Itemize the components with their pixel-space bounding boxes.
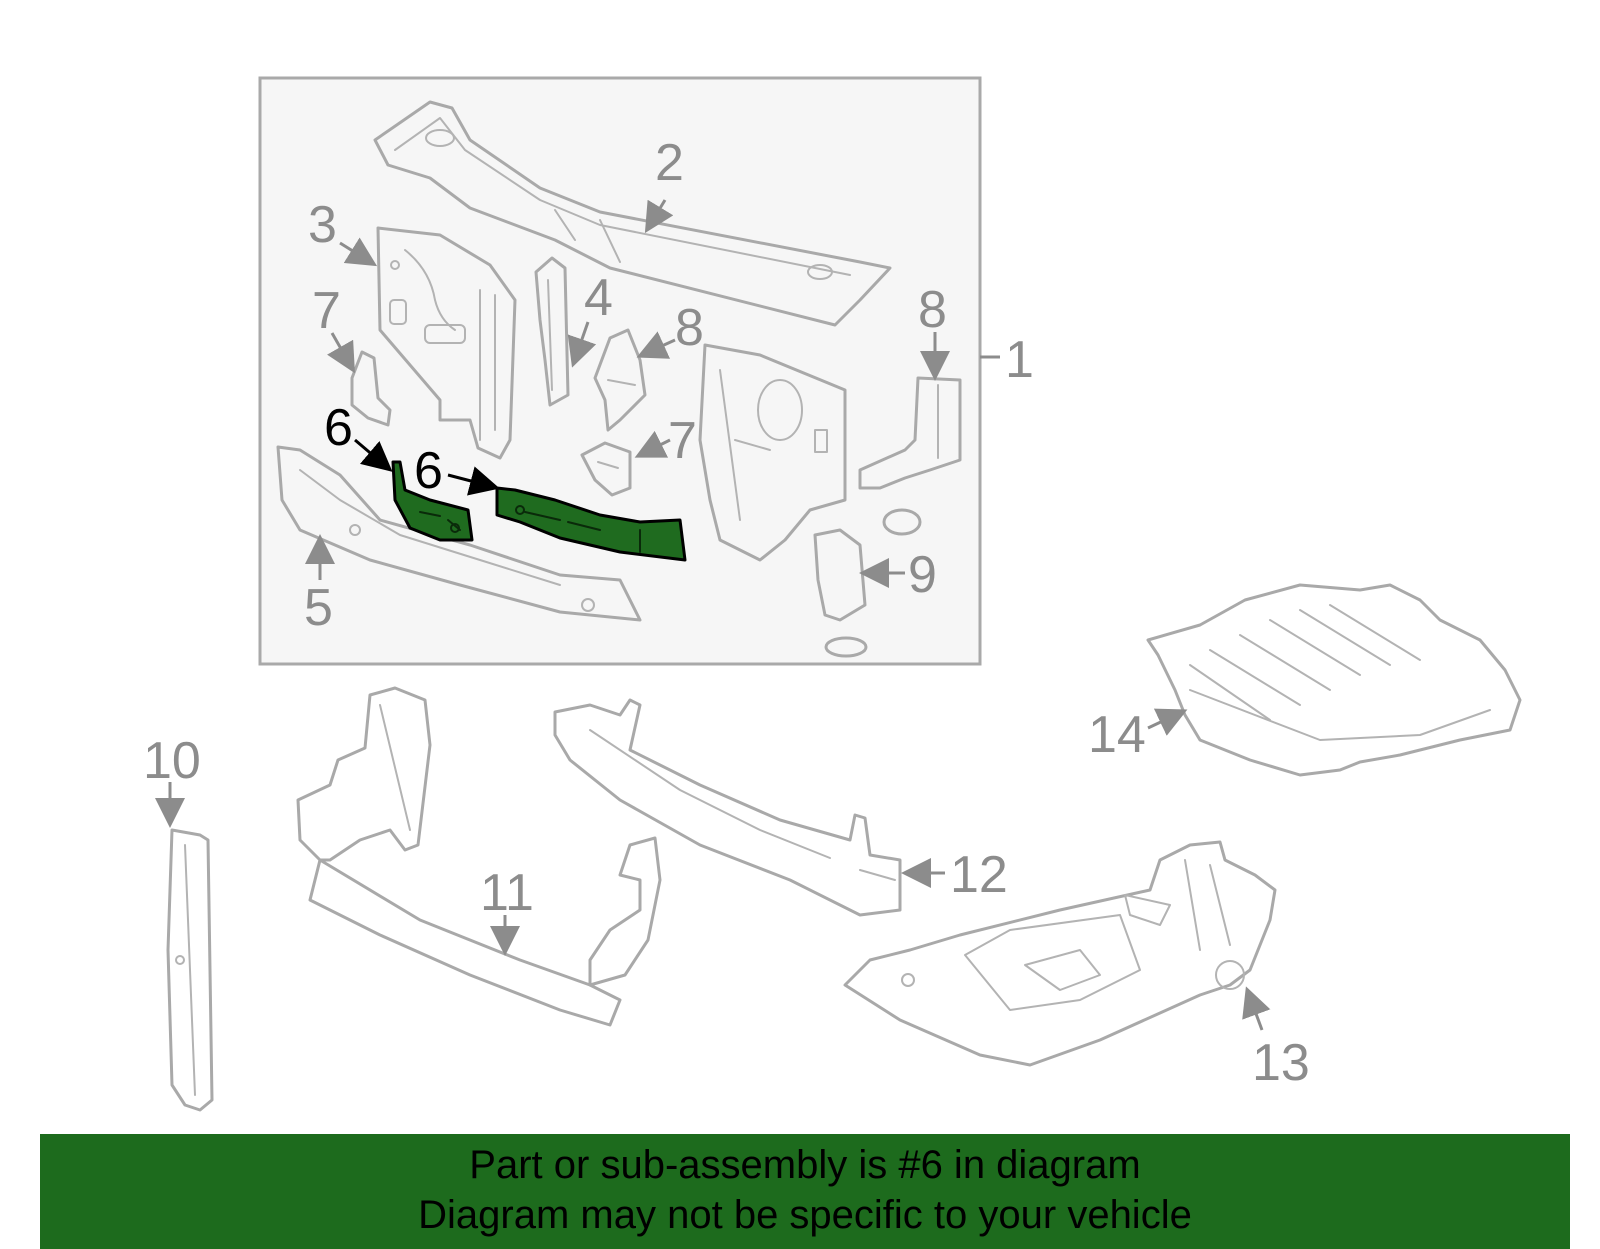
footer-line-1: Part or sub-assembly is #6 in diagram	[469, 1143, 1141, 1187]
part-2-upper-tie-bar	[373, 100, 892, 327]
callout-7b: 7	[668, 412, 697, 470]
part-7-bracket-upper	[350, 350, 392, 427]
part-6-highlighted-left	[391, 460, 474, 542]
leader-8a	[636, 331, 676, 359]
part-12-lower-support	[553, 698, 902, 917]
footer-banner: Part or sub-assembly is #6 in diagram Di…	[40, 1134, 1570, 1249]
callout-8b: 8	[918, 281, 947, 339]
leader-2	[644, 199, 674, 234]
part-13-crossmember	[843, 840, 1277, 1067]
callout-2: 2	[655, 134, 684, 192]
leader-3	[339, 237, 378, 267]
footer-line-2: Diagram may not be specific to your vehi…	[418, 1193, 1192, 1237]
assembly-box	[258, 76, 982, 666]
callout-14: 14	[1088, 706, 1146, 764]
part-10-side-deflector	[166, 828, 214, 1112]
leader-4	[567, 321, 597, 368]
callout-10: 10	[143, 732, 201, 790]
leader-7a	[327, 332, 355, 374]
part-11-air-deflector	[296, 686, 662, 1027]
leader-7b	[634, 430, 671, 458]
callout-1: 1	[1005, 331, 1034, 389]
callout-4: 4	[584, 269, 613, 327]
part-14-splash-shield	[1146, 583, 1522, 777]
leader-13	[1242, 986, 1271, 1031]
callout-3: 3	[308, 196, 337, 254]
callout-6b: 6	[414, 442, 443, 500]
callout-11: 11	[480, 864, 534, 922]
part-6-highlighted-right	[495, 486, 687, 562]
callout-8a: 8	[675, 299, 704, 357]
part-4-vertical-bracket	[534, 256, 570, 407]
callout-5: 5	[304, 579, 333, 637]
callout-7a: 7	[312, 282, 341, 340]
leader-6a	[354, 438, 393, 472]
callout-9: 9	[908, 546, 937, 604]
part-9-bracket	[813, 528, 868, 658]
part-3-left-support	[376, 226, 517, 460]
part-right-support	[698, 343, 847, 562]
leader-14	[1147, 708, 1188, 736]
callout-12: 12	[950, 846, 1008, 904]
part-8-bracket-right	[858, 376, 962, 490]
callout-13: 13	[1252, 1034, 1310, 1092]
leader-6b	[447, 466, 500, 496]
part-8-bracket-center	[593, 328, 647, 432]
fastener	[882, 508, 922, 536]
callout-6a: 6	[324, 399, 353, 457]
part-7-bracket-lower	[580, 441, 632, 497]
